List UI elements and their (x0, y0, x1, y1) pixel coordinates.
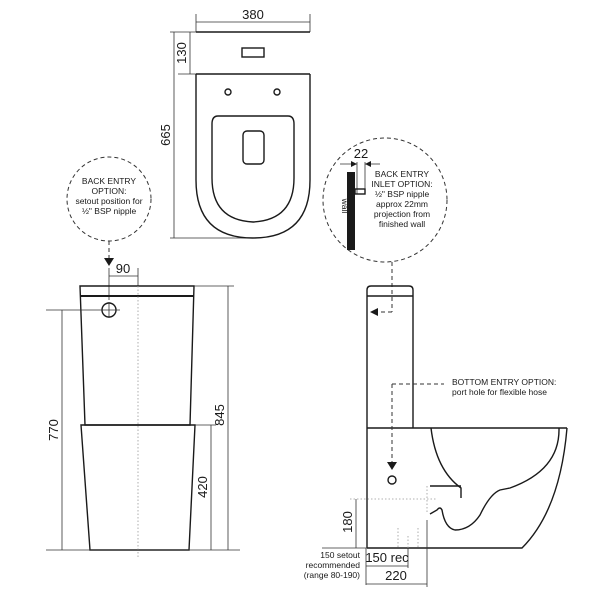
callout-back-entry-inlet: 22 wall BACK ENTRY INLET OPTION: ½" BSP … (322, 137, 448, 316)
arrow-down-icon (104, 258, 114, 266)
wall-section (347, 172, 355, 250)
plan-width-label: 380 (242, 7, 264, 22)
svg-text:setout position for: setout position for (75, 196, 142, 206)
side-view: BOTTOM ENTRY OPTION: port hole for flexi… (304, 285, 568, 587)
overall-height-label: 845 (212, 404, 227, 426)
outlet-height-label: 180 (340, 511, 355, 533)
svg-text:BACK ENTRY: BACK ENTRY (375, 169, 429, 179)
svg-text:½" BSP nipple: ½" BSP nipple (82, 206, 137, 216)
bottom-entry-desc: port hole for flexible hose (452, 387, 547, 397)
bottom-entry-title: BOTTOM ENTRY OPTION: (452, 377, 556, 387)
svg-text:INLET OPTION:: INLET OPTION: (371, 179, 432, 189)
inlet-height-label: 770 (46, 419, 61, 441)
svg-text:finished wall: finished wall (379, 219, 425, 229)
callout-back-entry-front: BACK ENTRY OPTION: setout position for ½… (66, 156, 152, 266)
front-view: 90 770 845 420 (46, 261, 240, 558)
svg-text:BACK ENTRY: BACK ENTRY (82, 176, 136, 186)
svg-text:recommended: recommended (306, 560, 361, 570)
flush-button-icon (241, 47, 265, 58)
svg-text:OPTION:: OPTION: (92, 186, 127, 196)
svg-text:(range 80-190): (range 80-190) (304, 570, 360, 580)
plan-depth-label: 665 (158, 124, 173, 146)
inlet-offset-label: 90 (116, 261, 130, 276)
svg-text:½" BSP nipple: ½" BSP nipple (375, 189, 430, 199)
svg-text:150 setout: 150 setout (320, 550, 360, 560)
arrow-left-icon (370, 308, 378, 316)
plan-view: 380 130 665 (158, 7, 311, 239)
base-depth-label: 220 (385, 568, 407, 583)
setout-rec-label: 150 rec (365, 550, 409, 565)
svg-text:approx 22mm: approx 22mm (376, 199, 428, 209)
arrow-left-icon (365, 161, 371, 167)
plan-cistern-depth-label: 130 (174, 42, 189, 64)
projection-label: 22 (354, 146, 368, 161)
pan-height-label: 420 (195, 476, 210, 498)
arrow-right-icon (351, 161, 357, 167)
wall-label: wall (340, 198, 350, 214)
svg-text:projection from: projection from (374, 209, 430, 219)
arrow-down-icon (387, 462, 397, 470)
